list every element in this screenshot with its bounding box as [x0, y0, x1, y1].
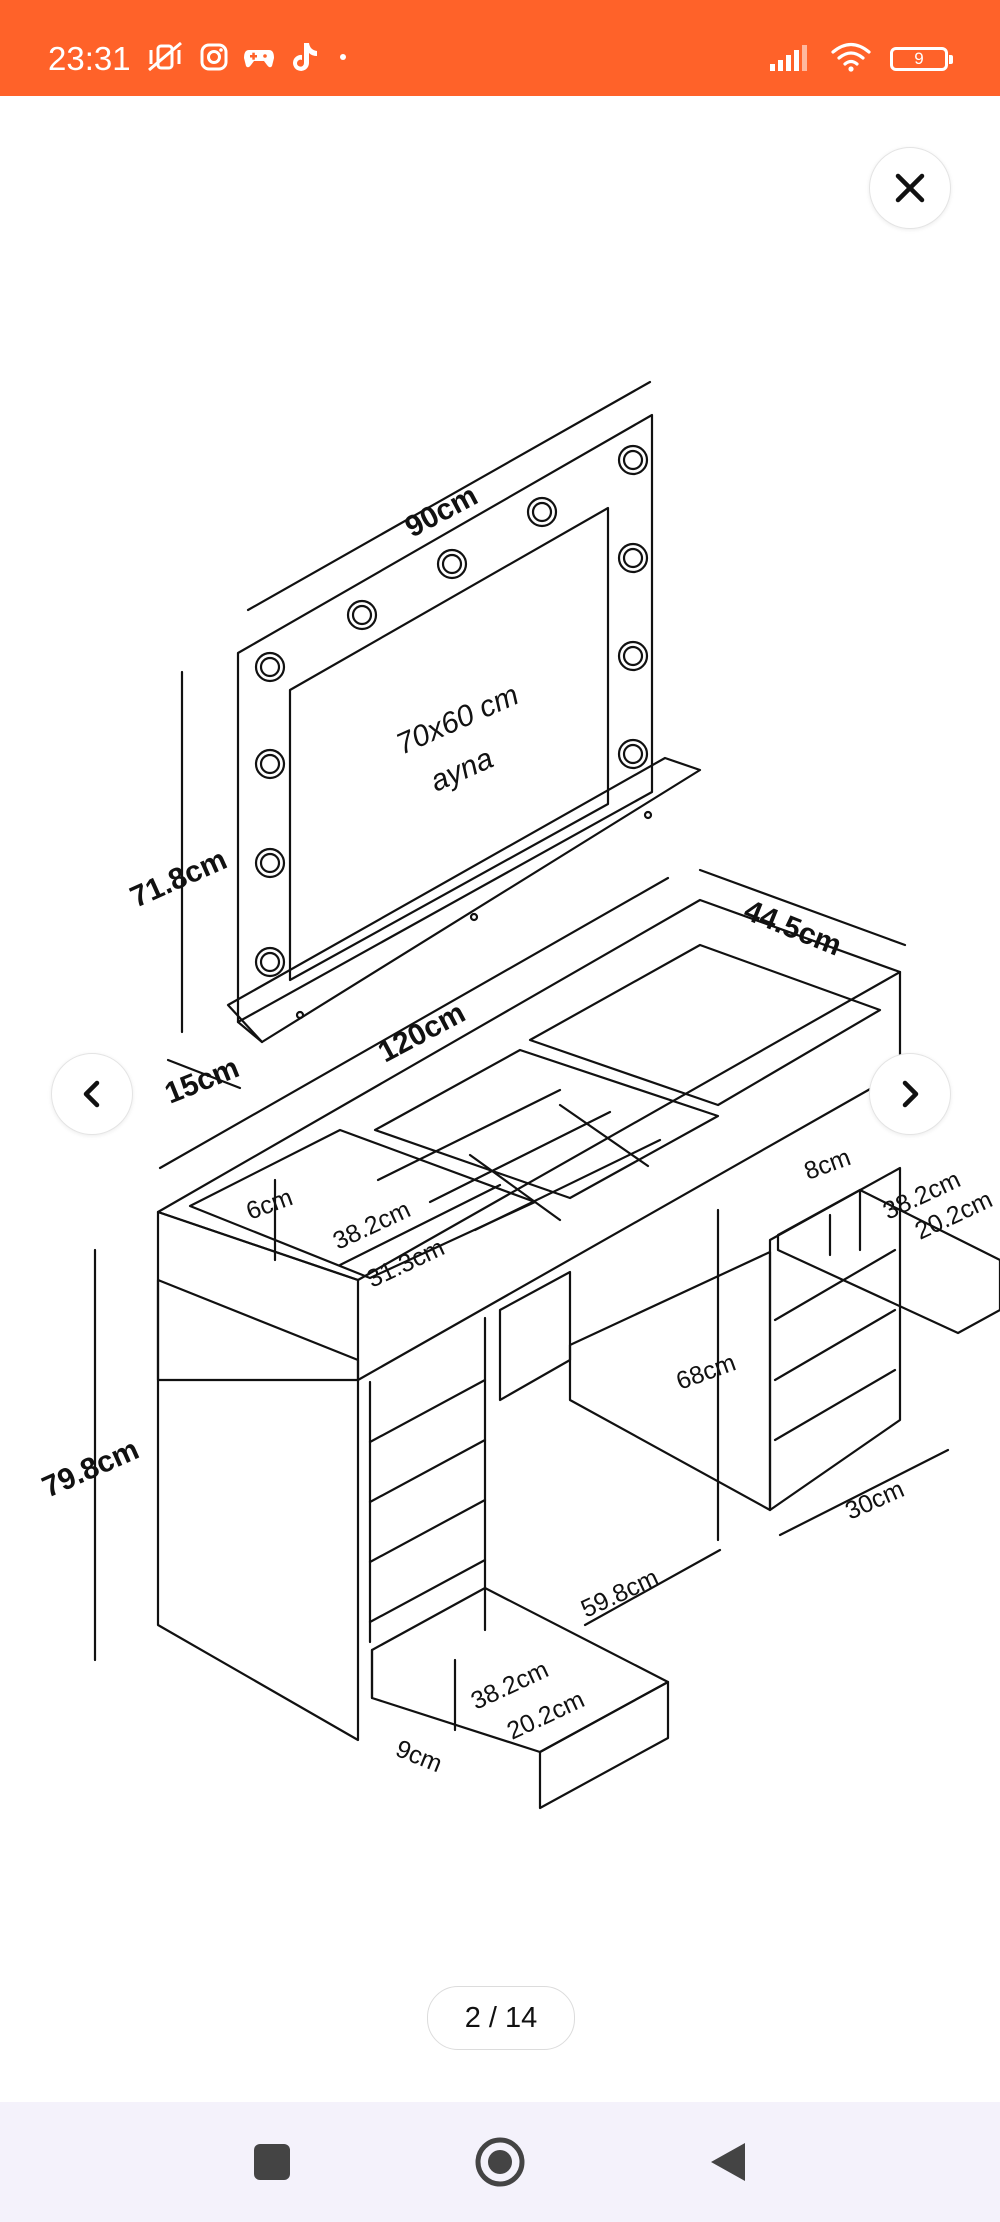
back-button[interactable] [696, 2130, 760, 2194]
back-icon [711, 2143, 745, 2181]
label-knee-width: 59.8cm [577, 1563, 663, 1623]
next-image-button[interactable] [869, 1053, 951, 1135]
label-right-drawer-height: 8cm [800, 1143, 854, 1185]
instagram-icon [199, 42, 229, 76]
system-nav-bar [0, 2102, 1000, 2222]
battery-level: 9 [914, 49, 924, 68]
label-knee-height: 68cm [672, 1348, 739, 1395]
chevron-right-icon [902, 1080, 919, 1108]
close-icon [895, 173, 925, 203]
status-time: 23:31 [48, 40, 131, 77]
label-mirror-width: 90cm [400, 479, 483, 544]
label-mirror-word: ayna [425, 742, 498, 799]
recents-button[interactable] [240, 2130, 304, 2194]
previous-image-button[interactable] [51, 1053, 133, 1135]
label-table-height: 79.8cm [37, 1433, 143, 1505]
label-mirror-glass: 70x60 cm [391, 678, 523, 761]
wifi-icon [830, 41, 872, 77]
close-button[interactable] [869, 147, 951, 229]
product-diagram: 90cm 71.8cm 15cm 120cm 44.5cm 79.8cm 70x… [37, 380, 1000, 1810]
status-icons-right: 9 [768, 41, 953, 77]
status-icons-left [145, 40, 353, 78]
label-tray-length: 31.3cm [363, 1233, 449, 1293]
recents-icon [254, 2144, 290, 2180]
label-tray-depth: 6cm [242, 1183, 296, 1225]
label-table-width: 120cm [373, 996, 471, 1069]
tiktok-icon [289, 41, 319, 77]
gamepad-icon [243, 44, 275, 74]
status-bar: 23:31 9 [0, 0, 1000, 96]
home-icon [475, 2137, 525, 2187]
home-button[interactable] [468, 2130, 532, 2194]
label-mirror-height: 71.8cm [125, 843, 231, 915]
battery-icon: 9 [890, 47, 953, 71]
chevron-left-icon [83, 1080, 100, 1108]
dot-icon [333, 47, 353, 71]
page-indicator-text: 2 / 14 [464, 2001, 538, 2034]
label-left-drawer-height: 9cm [392, 1735, 446, 1779]
signal-icon [768, 42, 812, 76]
page-indicator: 2 / 14 [427, 1986, 575, 2050]
label-tray-width: 38.2cm [329, 1195, 415, 1255]
label-mirror-base: 15cm [160, 1051, 244, 1110]
mute-vibrate-icon [145, 40, 185, 78]
label-cabinet-depth: 30cm [841, 1475, 908, 1525]
